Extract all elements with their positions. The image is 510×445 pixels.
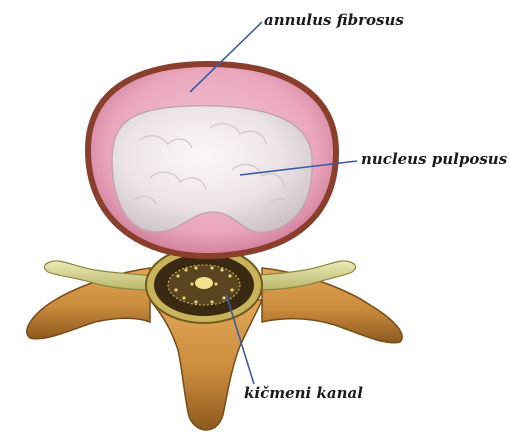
label-nucleus-pulposus: nucleus pulposus [361,152,507,167]
label-spinal-canal: kičmeni kanal [244,386,363,401]
nerve-root-right [256,261,356,290]
spinal-cord-center [195,277,213,289]
intervertebral-disc [88,64,336,256]
label-annulus-fibrosus: annulus fibrosus [264,13,404,28]
